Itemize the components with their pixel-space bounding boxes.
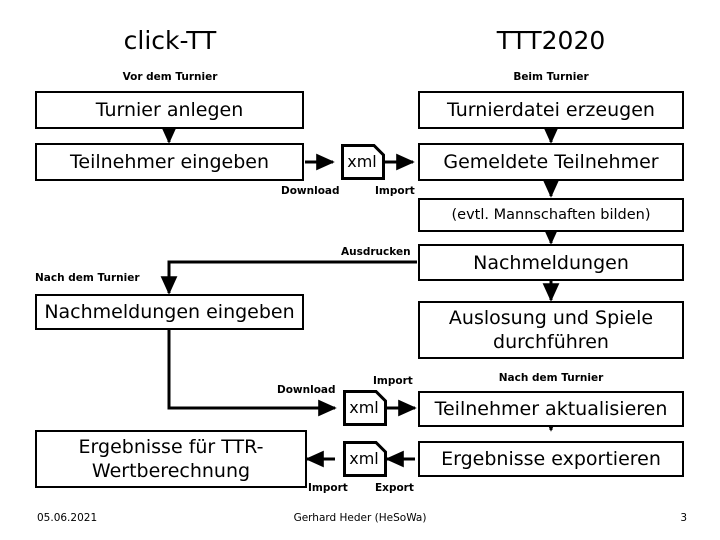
- file-shape-icon: [343, 441, 387, 477]
- box-teilnehmer-aktualisieren[interactable]: Teilnehmer aktualisieren: [418, 391, 684, 427]
- label-import-bottom: Import: [308, 482, 348, 494]
- label-import-top: Import: [375, 185, 415, 197]
- label-import-mid: Import: [373, 375, 413, 387]
- right-phase-during-label: Beim Turnier: [513, 71, 589, 83]
- box-mannschaften-bilden[interactable]: (evtl. Mannschaften bilden): [418, 198, 684, 232]
- footer-page-number: 3: [680, 512, 687, 524]
- xml-file-top-label: xml: [347, 152, 377, 171]
- right-phase-after-label: Nach dem Turnier: [498, 372, 604, 384]
- box-teilnehmer-eingeben[interactable]: Teilnehmer eingeben: [35, 143, 304, 181]
- xml-file-top[interactable]: xml: [341, 144, 385, 180]
- file-shape-icon: [343, 390, 387, 426]
- left-phase-before-label: Vor dem Turnier: [122, 71, 218, 83]
- xml-file-mid-label: xml: [349, 398, 379, 417]
- box-auslosung-spiele-durchfuehren[interactable]: Auslosung und Spiele durchführen: [418, 301, 684, 359]
- file-shape-icon: [341, 144, 385, 180]
- label-ausdrucken: Ausdrucken: [341, 246, 411, 258]
- xml-file-bottom[interactable]: xml: [343, 441, 387, 477]
- label-export-bottom: Export: [375, 482, 414, 494]
- box-ergebnisse-ttr-wertberechnung[interactable]: Ergebnisse für TTR-Wertberechnung: [35, 430, 307, 488]
- box-turnier-anlegen[interactable]: Turnier anlegen: [35, 91, 304, 129]
- box-turnierdatei-erzeugen[interactable]: Turnierdatei erzeugen: [418, 91, 684, 129]
- right-column-title: TTT2020: [496, 26, 606, 55]
- footer-author: Gerhard Heder (HeSoWa): [293, 512, 427, 524]
- box-nachmeldungen[interactable]: Nachmeldungen: [418, 244, 684, 281]
- label-download-bottom: Download: [277, 384, 336, 396]
- box-nachmeldungen-eingeben[interactable]: Nachmeldungen eingeben: [35, 294, 304, 330]
- left-phase-after-label: Nach dem Turnier: [35, 272, 140, 284]
- label-download-top: Download: [281, 185, 340, 197]
- box-gemeldete-teilnehmer[interactable]: Gemeldete Teilnehmer: [418, 143, 684, 181]
- left-column-title: click-TT: [123, 26, 217, 55]
- xml-file-mid[interactable]: xml: [343, 390, 387, 426]
- xml-file-bottom-label: xml: [349, 449, 379, 468]
- footer-date: 05.06.2021: [37, 512, 98, 524]
- box-ergebnisse-exportieren[interactable]: Ergebnisse exportieren: [418, 441, 684, 477]
